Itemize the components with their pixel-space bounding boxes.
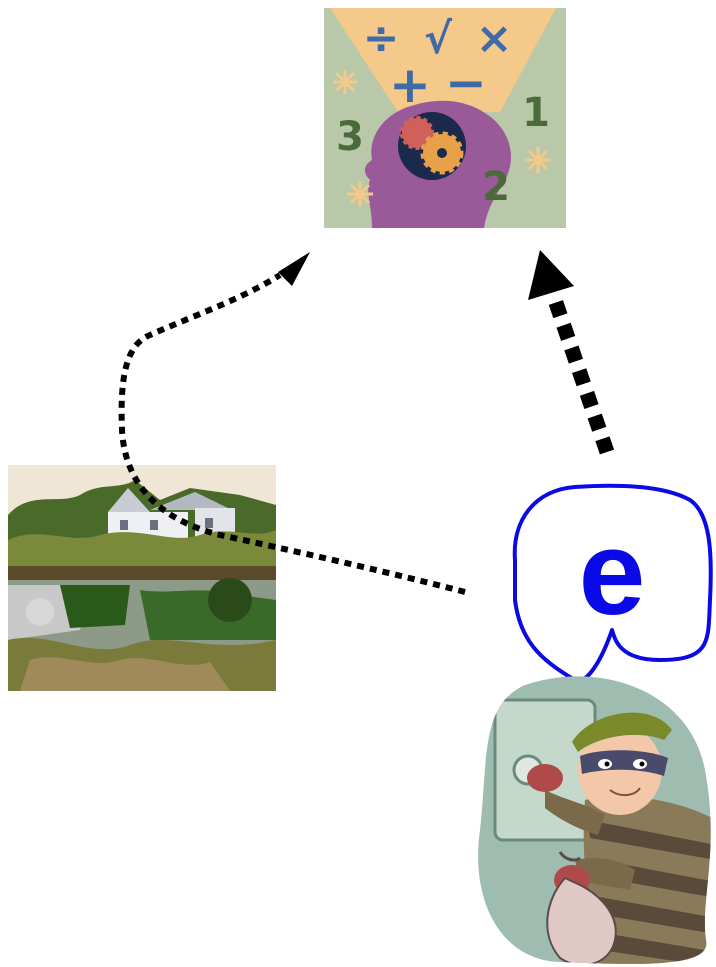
glove-upper-icon [527, 764, 563, 792]
house-landscape-photo [8, 465, 276, 691]
digit-three: 3 [336, 114, 364, 160]
burglar-cap [572, 712, 672, 752]
multiply-symbol: × [476, 13, 513, 64]
arrowhead-right-icon [528, 250, 574, 300]
digit-one: 1 [522, 90, 550, 136]
arrows [118, 250, 615, 595]
math-brain-image: ÷ √ × + − 1 2 3 [324, 8, 566, 228]
arrowhead-left-icon [278, 252, 310, 286]
striped-sweater [545, 790, 711, 964]
plus-symbol: + [389, 56, 431, 114]
sqrt-symbol: √ [424, 14, 453, 63]
burglar-clipart [478, 676, 711, 964]
burglar-mask [580, 750, 668, 776]
divide-symbol: ÷ [363, 13, 400, 64]
dotted-arrow-right-path [547, 297, 615, 455]
sparkle-icons [333, 70, 551, 207]
email-at-symbol: e [512, 483, 713, 683]
email-letter-e: e [579, 506, 646, 640]
burglar-face [578, 725, 662, 815]
digit-two: 2 [482, 164, 510, 210]
gear-red-icon [400, 116, 434, 150]
minus-symbol: − [445, 54, 487, 112]
thought-funnel [330, 8, 556, 112]
dotted-arrow-left-path [118, 272, 466, 595]
